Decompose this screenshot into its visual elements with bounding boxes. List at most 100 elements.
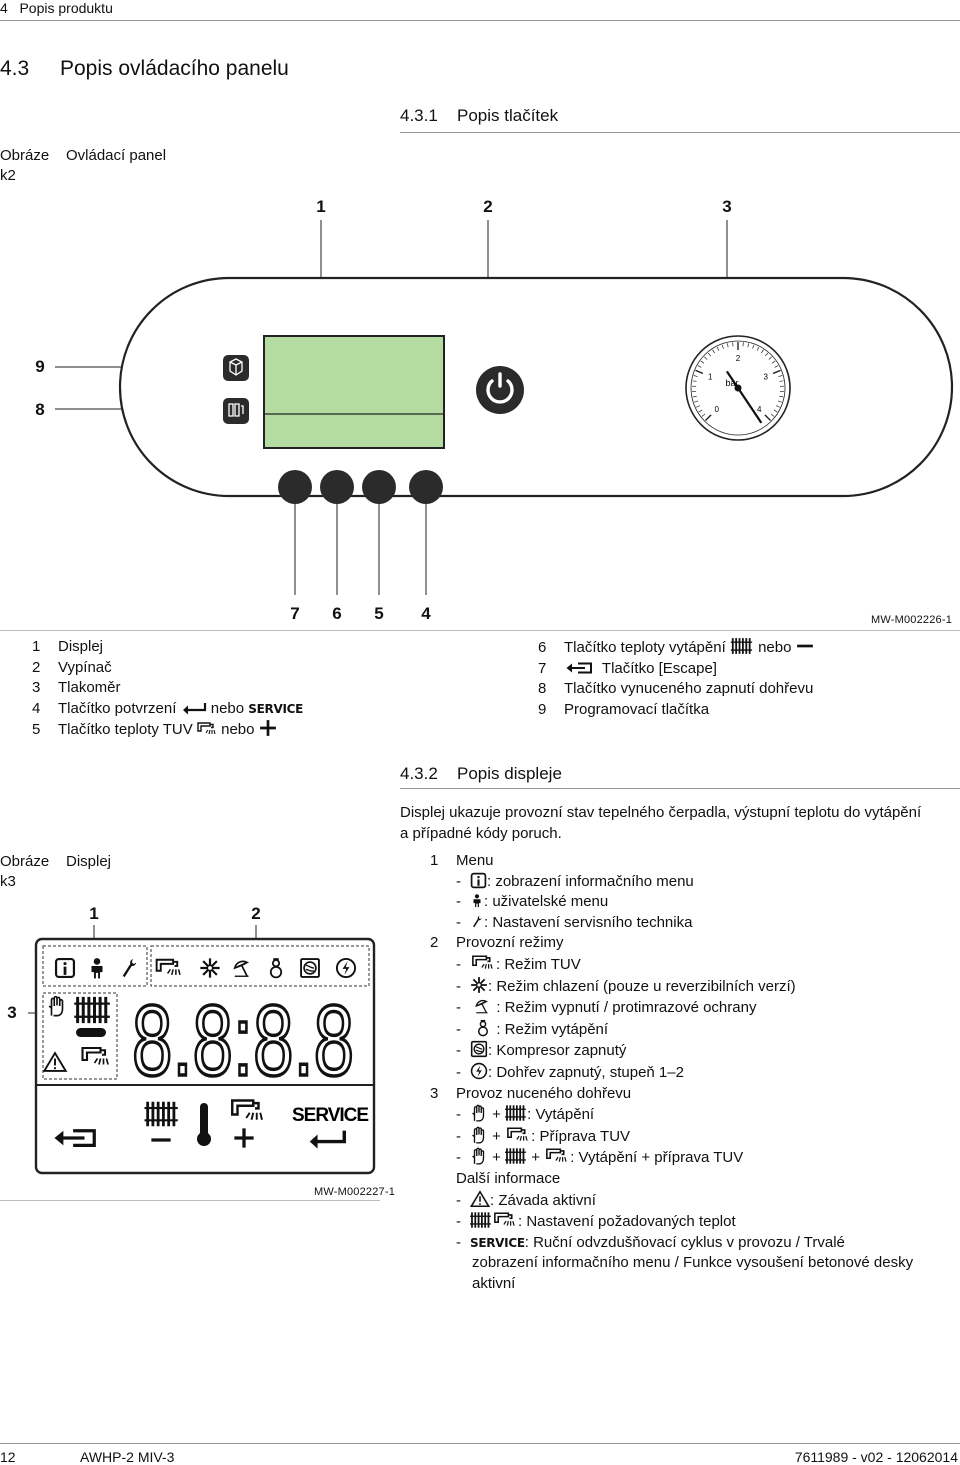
figure-3-caption-text: Displej	[66, 853, 112, 870]
callout-5: 5	[374, 604, 384, 623]
power-switch[interactable]	[476, 366, 524, 414]
section-title: Popis ovládacího panelu	[60, 57, 289, 80]
gauge-tick-label: 2	[736, 354, 741, 363]
display-window	[263, 335, 445, 449]
gauge-tick	[777, 400, 782, 403]
list-item: -: Režim chlazení (pouze u reverzibilníc…	[456, 977, 796, 995]
figure-3-code: MW-M002227-1	[314, 1186, 396, 1198]
gauge-tick	[752, 344, 755, 349]
footer-page-number: 12	[0, 1449, 16, 1465]
cooling-icon	[199, 957, 221, 979]
radiator-icon	[505, 1104, 527, 1122]
gauge-tick	[747, 343, 750, 348]
dhw-tap-icon	[197, 721, 217, 737]
dhw-tap-icon	[505, 1126, 531, 1144]
service-icon: SERVICE	[248, 701, 304, 716]
user-icon	[470, 892, 484, 909]
subsection-2-number: 4.3.2	[400, 764, 438, 783]
button-7[interactable]	[278, 470, 312, 504]
list-item: - + : Příprava TUV	[456, 1126, 631, 1145]
heating-mode-icon	[474, 1019, 492, 1037]
list-item: -: Režim TUV	[456, 955, 581, 973]
gauge-tick	[771, 360, 776, 364]
figure-2-caption-text: Ovládací panel	[66, 147, 167, 164]
programming-button-lower[interactable]	[223, 398, 249, 424]
subsection-2-title: Popis displeje	[457, 764, 562, 783]
enter-icon	[181, 702, 207, 716]
gauge-tick	[696, 405, 701, 408]
gauge-tick	[698, 409, 703, 413]
subsection-1-rule	[400, 132, 960, 133]
header-title: Popis produktu	[19, 0, 113, 16]
figure-3-rule	[0, 1200, 380, 1201]
figure-2-rule	[0, 630, 960, 631]
gauge-tick	[779, 395, 784, 398]
callout-8: 8	[35, 400, 45, 419]
gauge-tick	[700, 360, 705, 364]
figure-2-code: MW-M002226-1	[871, 614, 953, 626]
button-4[interactable]	[409, 470, 443, 504]
gauge-tick	[707, 352, 711, 357]
gauge-tick	[778, 375, 783, 377]
segment-digits: 8.8:8.8	[132, 985, 354, 1097]
escape-icon	[564, 660, 598, 676]
display-figure: 8.8:8.8 SERVICE	[28, 925, 376, 1175]
header-rule	[0, 20, 960, 21]
gauge-tick	[775, 405, 780, 408]
display-callout-3: 3	[7, 1003, 17, 1022]
gauge-tick	[693, 375, 698, 377]
gauge-tick	[703, 356, 708, 360]
programming-buttons	[223, 355, 249, 424]
gauge-tick-label: 0	[715, 405, 720, 414]
list-group-more: Další informace	[456, 1169, 561, 1187]
list-item: -: Nastavení požadovaných teplot	[456, 1211, 736, 1231]
gauge-tick	[704, 414, 712, 422]
intro-paragraph: Displej ukazuje provozní stav tepelného …	[400, 804, 922, 842]
list-item: -: zobrazení informačního menu	[456, 872, 694, 890]
list-item: -: uživatelské menu	[456, 892, 609, 911]
display-outline	[34, 937, 376, 1175]
radiator-icon	[470, 1211, 492, 1229]
callout-3: 3	[722, 197, 732, 216]
gauge-needle	[725, 370, 763, 424]
subsection-1-number: 4.3.1	[400, 106, 438, 125]
radiator-icon	[505, 1147, 527, 1165]
service-icon: SERVICE	[470, 1235, 525, 1250]
gauge-tick	[768, 356, 773, 360]
gauge-tick	[697, 365, 702, 368]
warning-icon	[470, 1190, 490, 1208]
display-icons	[43, 957, 357, 1072]
button-6[interactable]	[320, 470, 354, 504]
legend-item-7: 7 Tlačítko [Escape]	[538, 659, 717, 677]
gauge-unit-label: bar	[725, 378, 738, 388]
footer-rule	[0, 1443, 960, 1444]
gauge-tick	[726, 343, 729, 348]
dhw-tap-icon	[544, 1147, 570, 1165]
hand-icon	[470, 1104, 488, 1122]
gauge-tick-label: 1	[708, 373, 713, 382]
button-5[interactable]	[362, 470, 396, 504]
gauge-tick	[695, 369, 704, 375]
round-buttons	[278, 470, 443, 504]
compressor-icon	[470, 1040, 488, 1058]
figure-2-label: Obráze	[0, 147, 50, 164]
list-item: - + : Vytápění	[456, 1104, 595, 1124]
list-item: -: Závada aktivní	[456, 1190, 596, 1209]
list-item: - : Režim vypnutí / protimrazové ochrany	[456, 999, 757, 1017]
panel-outline	[118, 276, 954, 498]
callout-7: 7	[290, 604, 300, 623]
list-item: -: Kompresor zapnutý	[456, 1040, 627, 1060]
gauge-tick	[756, 346, 760, 351]
gauge-tick	[770, 413, 775, 417]
list-item: - : Režim vytápění	[456, 1019, 609, 1038]
